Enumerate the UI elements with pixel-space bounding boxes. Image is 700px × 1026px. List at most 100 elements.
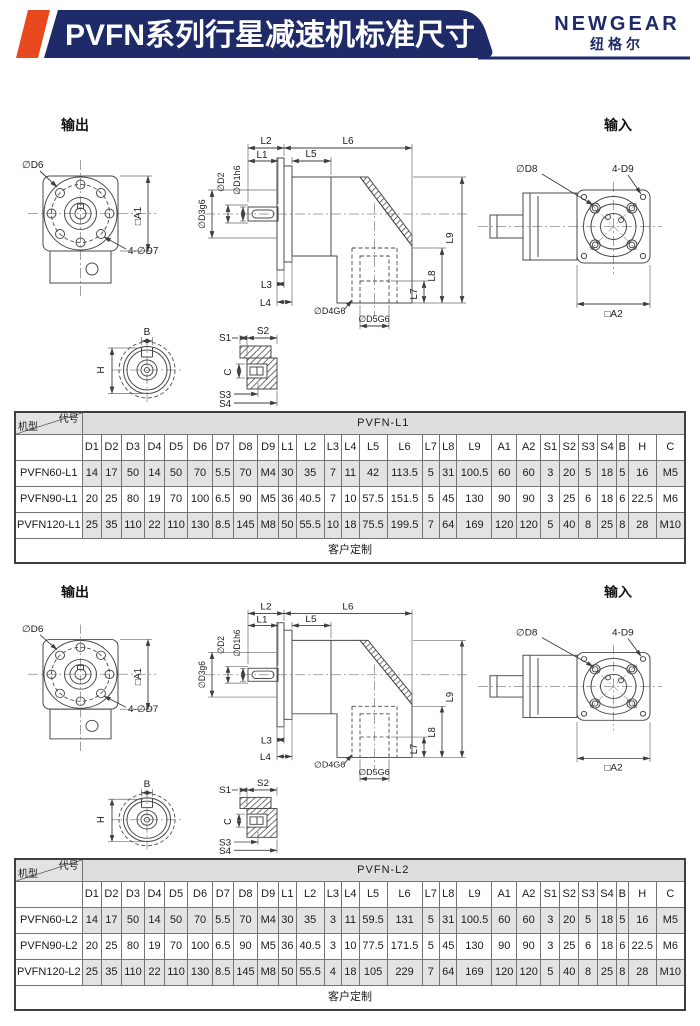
column-header: B bbox=[615, 434, 629, 461]
value-cell: 6 bbox=[615, 933, 629, 960]
value-cell: 80 bbox=[120, 933, 146, 960]
value-cell: 18 bbox=[341, 512, 360, 539]
header-accent-shape bbox=[16, 10, 50, 58]
value-cell: 120 bbox=[491, 512, 517, 539]
value-cell: 19 bbox=[144, 933, 165, 960]
value-cell: M10 bbox=[655, 512, 686, 539]
model-header-cell bbox=[14, 434, 83, 461]
column-header: L4 bbox=[341, 881, 360, 908]
value-cell: 14 bbox=[81, 907, 103, 934]
dim-label-d2: ∅D2 bbox=[216, 172, 226, 191]
value-cell: 70 bbox=[187, 460, 213, 487]
value-cell: 17 bbox=[101, 460, 122, 487]
dim-label-b: B bbox=[144, 327, 151, 338]
value-cell: 6 bbox=[615, 486, 629, 513]
value-cell: 90 bbox=[491, 933, 517, 960]
column-header: H bbox=[627, 434, 657, 461]
dim-label-l2: L2 bbox=[260, 136, 272, 147]
value-cell: 90 bbox=[515, 933, 542, 960]
value-cell: 31 bbox=[439, 460, 458, 487]
dim-label-l5: L5 bbox=[305, 149, 317, 160]
value-cell: 199.5 bbox=[386, 512, 423, 539]
dim-label-l4: L4 bbox=[260, 753, 272, 764]
value-cell: 25 bbox=[101, 933, 122, 960]
value-cell: 60 bbox=[515, 460, 542, 487]
column-header: A2 bbox=[515, 434, 542, 461]
value-cell: 20 bbox=[559, 907, 580, 934]
value-cell: 60 bbox=[491, 907, 517, 934]
value-cell: 171.5 bbox=[386, 933, 423, 960]
value-cell: 145 bbox=[232, 512, 259, 539]
value-cell: 8 bbox=[615, 959, 629, 986]
dim-label-s3: S3 bbox=[219, 390, 232, 401]
value-cell: 11 bbox=[341, 907, 360, 934]
value-cell: M4 bbox=[257, 907, 280, 934]
value-cell: 50 bbox=[278, 959, 297, 986]
column-header: A2 bbox=[515, 881, 542, 908]
value-cell: 8 bbox=[578, 959, 599, 986]
value-cell: 50 bbox=[163, 907, 189, 934]
value-cell: 35 bbox=[295, 460, 325, 487]
value-cell: 64 bbox=[439, 959, 458, 986]
corner-label-model: 机型 bbox=[18, 869, 38, 880]
value-cell: 25 bbox=[81, 512, 103, 539]
value-cell: M5 bbox=[655, 460, 686, 487]
value-cell: 70 bbox=[163, 933, 189, 960]
column-header: B bbox=[615, 881, 629, 908]
column-header: L6 bbox=[386, 881, 423, 908]
value-cell: 25 bbox=[597, 512, 617, 539]
column-header: D2 bbox=[101, 881, 122, 908]
value-cell: 20 bbox=[559, 460, 580, 487]
value-cell: M10 bbox=[655, 959, 686, 986]
model-name: PVFN120-L1 bbox=[14, 512, 83, 539]
value-cell: 100.5 bbox=[456, 907, 493, 934]
value-cell: 70 bbox=[163, 486, 189, 513]
dim-label-s3: S3 bbox=[219, 838, 231, 849]
value-cell: 5 bbox=[615, 907, 629, 934]
value-cell: 14 bbox=[144, 460, 165, 487]
column-header: L5 bbox=[358, 434, 388, 461]
input-view-label: 输入 bbox=[604, 117, 632, 133]
value-cell: 90 bbox=[491, 486, 517, 513]
value-cell: 100 bbox=[187, 486, 213, 513]
dim-label-d6: ∅D6 bbox=[22, 624, 43, 635]
dim-label-h: H bbox=[96, 816, 107, 823]
value-cell: 7 bbox=[421, 512, 441, 539]
value-cell: M6 bbox=[655, 933, 686, 960]
column-header: D1 bbox=[81, 881, 103, 908]
value-cell: 18 bbox=[597, 460, 617, 487]
value-cell: 110 bbox=[163, 959, 189, 986]
table-corner-cell: 代号机型 bbox=[14, 411, 83, 435]
value-cell: 70 bbox=[232, 460, 259, 487]
dim-label-a2: □A2 bbox=[604, 763, 622, 774]
value-cell: 18 bbox=[597, 933, 617, 960]
dim-label-l2: L2 bbox=[260, 602, 271, 613]
model-name: PVFN120-L2 bbox=[14, 959, 83, 986]
value-cell: 22.5 bbox=[627, 486, 657, 513]
value-cell: 55.5 bbox=[295, 959, 325, 986]
page-header: PVFN系列行星减速机标准尺寸 NEWGEAR 纽格尔 bbox=[16, 10, 690, 60]
value-cell: 40 bbox=[559, 512, 580, 539]
output-view-label: 输出 bbox=[61, 117, 89, 133]
dim-label-l3: L3 bbox=[261, 736, 272, 747]
model-name: PVFN90-L1 bbox=[14, 486, 83, 513]
value-cell: 5.5 bbox=[211, 460, 234, 487]
column-header: H bbox=[627, 881, 657, 908]
dim-label-d3: ∅D3g6 bbox=[197, 199, 207, 228]
column-header: S2 bbox=[559, 881, 580, 908]
dim-label-l6: L6 bbox=[342, 602, 353, 613]
value-cell: 60 bbox=[515, 907, 542, 934]
dim-label-h: H bbox=[96, 366, 107, 373]
table-title: PVFN-L1 bbox=[81, 411, 686, 435]
column-header: L7 bbox=[421, 434, 441, 461]
value-cell: 6.5 bbox=[211, 933, 234, 960]
cross-section-view-drawing: S1 S2 C S3 S4 bbox=[219, 326, 278, 408]
column-header: L8 bbox=[439, 881, 458, 908]
column-header: D3 bbox=[120, 881, 146, 908]
value-cell: 55.5 bbox=[295, 512, 325, 539]
value-cell: 25 bbox=[559, 486, 580, 513]
header-banner-shape bbox=[44, 10, 493, 58]
value-cell: 25 bbox=[101, 486, 122, 513]
